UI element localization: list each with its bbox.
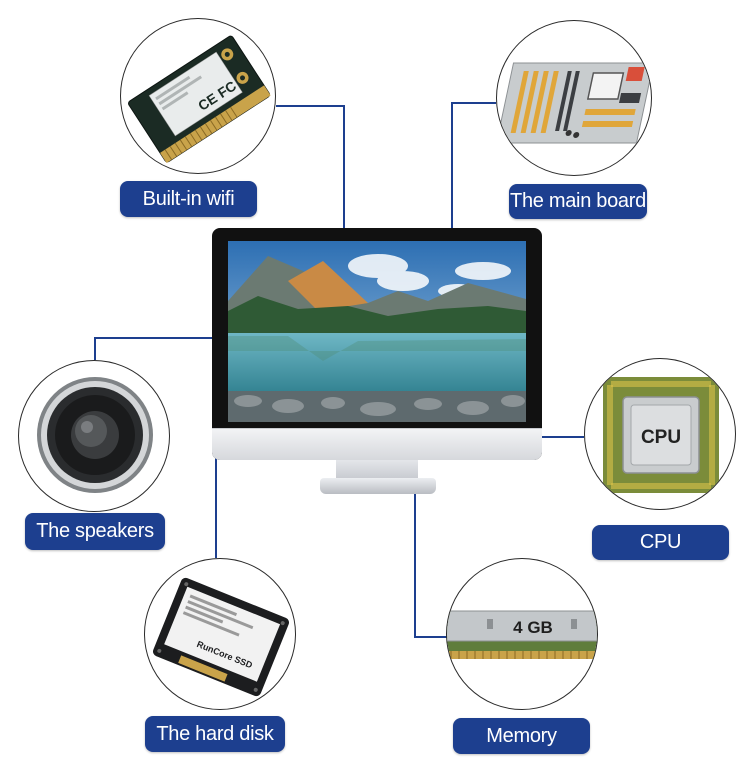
landscape-wallpaper [228,241,526,422]
wifi-label: Built-in wifi [120,181,257,217]
wifi-card-icon: CE FC [128,35,271,163]
motherboard-icon [497,62,651,144]
speaker-icon [37,377,153,493]
monitor-stand-neck [336,460,418,482]
cpu-chip-text: CPU [641,427,681,448]
speakers-circle [18,360,170,512]
monitor-chin [212,428,542,460]
memory-module-text: 4 GB [513,618,553,637]
harddisk-label: The hard disk [145,716,285,752]
cpu-label: CPU [592,525,729,560]
monitor-screen [228,241,526,422]
memory-circle: 4 GB [446,558,598,710]
monitor-stand-base [320,478,436,494]
mainboard-circle [496,20,652,176]
mainboard-connector [451,102,496,232]
speakers-label: The speakers [25,513,165,550]
cpu-chip-icon: CPU [603,377,719,493]
mainboard-label: The main board [509,184,647,219]
wifi-circle: CE FC [120,18,276,174]
memory-label: Memory [453,718,590,754]
memory-connector [414,440,448,638]
cpu-circle: CPU [584,358,736,510]
harddisk-circle: RunCore SSD [144,558,296,710]
ssd-drive-icon: RunCore SSD [152,577,290,697]
ram-module-icon: 4 GB [447,610,597,659]
speakers-connector [94,337,214,360]
wifi-connector [276,105,345,232]
